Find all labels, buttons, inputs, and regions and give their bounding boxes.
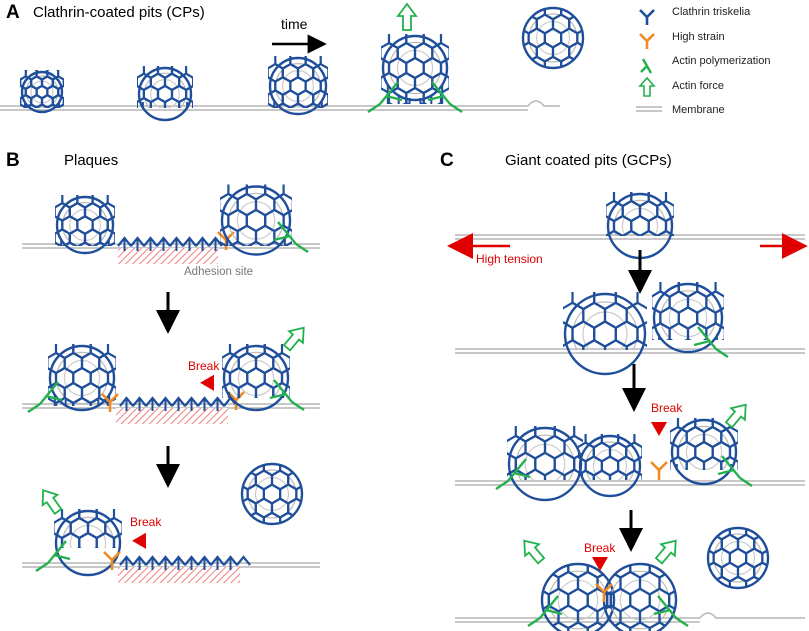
legend-strain-label: High strain [672,31,725,43]
vesicle-b [240,462,304,526]
plaque-lattice-1 [117,236,223,251]
legend-membrane-label: Membrane [672,104,725,116]
arrows [41,2,808,571]
vesicle-c [706,526,770,590]
cp-stage-4 [381,34,449,104]
clathrin-triskelion-icon [639,9,655,25]
panel-b-title: Plaques [64,152,119,169]
gcp-pit-4-right [602,562,678,631]
gcp-pit-3-b [578,434,642,498]
actin-b2-left [27,381,63,413]
actin-c4-left [527,595,563,627]
cp-stage-3 [268,56,328,116]
actin-a-left [367,81,403,113]
adhesion-sites [116,248,240,583]
high-strain-4 [103,551,121,570]
membrane-c2 [455,348,805,354]
gcp-pit-4-left [540,562,616,631]
plaque-pit-left [55,195,115,255]
actin-c4-right [653,595,689,627]
actin-force-arrow-b1 [282,326,305,352]
plaque-pit-b2-left [48,344,116,412]
break-marker-b1 [200,374,214,391]
vesicle-a [521,6,585,70]
actin-force-arrow-c1 [724,403,747,429]
actin-force-arrow-icon [638,76,656,97]
legend-icons [636,9,662,112]
actin-a-right [427,81,463,113]
legend-actin-force-label: Actin force [672,80,724,92]
plaque-lattice-2 [119,396,238,411]
break-marker-c1 [651,422,667,436]
membrane-a-bump [527,100,560,107]
actin-force-arrow-c3 [654,539,677,565]
break-label-b2: Break [130,515,162,529]
plaque-pit-b3 [54,509,122,577]
actin-polymerization-icon [640,58,653,74]
break-label-c1: Break [651,401,683,415]
panel-c-title: Giant coated pits (GCPs) [505,152,672,169]
panel-c-letter: C [440,150,454,171]
legend-clathrin-label: Clathrin triskelia [672,6,751,18]
break-marker-c2 [592,557,608,571]
legend-actin-poly-label: Actin polymerization [672,55,771,67]
gcp-pit-2-right [652,282,724,354]
cp-stage-2 [137,66,193,122]
cp-stage-1 [20,70,64,114]
actin-force-arrow-c2 [523,539,546,565]
clathrin-structures [20,6,770,631]
adhesion-hatch-1 [118,248,218,264]
actin-c2 [693,326,729,358]
break-label-b1: Break [188,359,220,373]
panel-a-title: Clathrin-coated pits (CPs) [33,4,205,21]
membrane-c1 [455,234,805,240]
adhesion-site-label: Adhesion site [184,266,254,278]
gcp-pit-2-left [563,292,647,376]
adhesion-hatch-3 [118,567,240,583]
high-tension-label: High tension [476,252,543,266]
adhesion-hatch-2 [116,408,228,424]
gcp-pit-3-c [670,418,738,486]
time-label: time [281,16,308,32]
plaque-lattice-3 [119,555,251,570]
plaque-pit-b2-right [222,344,290,412]
break-label-c2: Break [584,541,616,555]
high-strain-5 [650,461,668,480]
high-strain-2 [101,393,119,412]
actin-b1 [273,221,309,253]
actin-b2-right [269,379,305,411]
panel-b-letter: B [6,150,20,171]
actin-force-arrow-a [396,2,418,31]
actin-c3-right [717,455,753,487]
panel-a-letter: A [6,2,20,23]
membrane-c4-bump [699,612,805,619]
actin-force-arrow-b2 [41,488,63,516]
actin-b3 [35,540,71,572]
actin-c3-left [495,458,531,490]
break-marker-b2 [132,532,146,549]
high-strain-icon [639,33,655,49]
membrane-a [0,105,528,111]
high-strain-6 [595,583,613,602]
plaque-pit-right [220,184,292,256]
